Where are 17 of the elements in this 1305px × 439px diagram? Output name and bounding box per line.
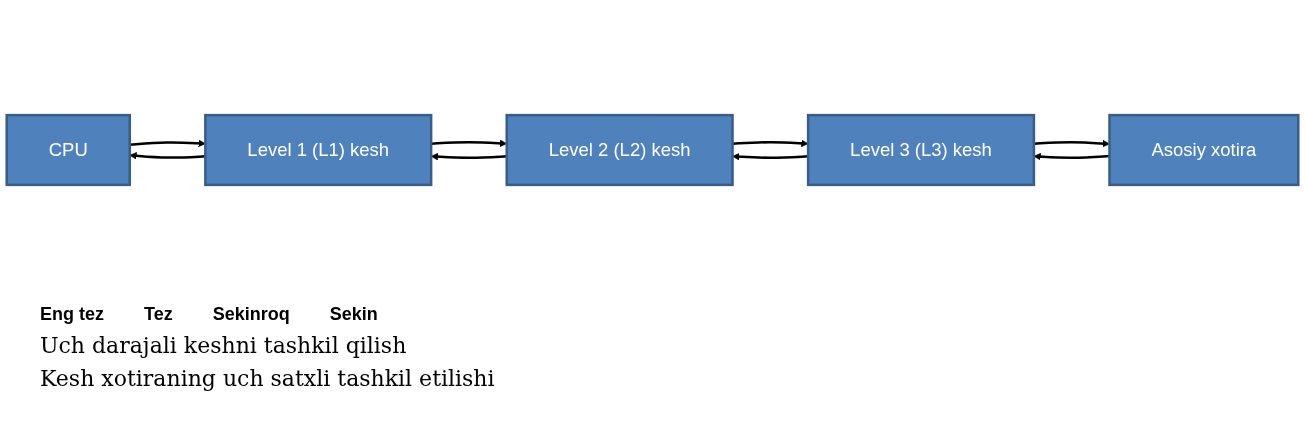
node-box: Asosiy xotira (1108, 113, 1300, 187)
arrow (129, 139, 206, 147)
node-box: CPU (5, 113, 131, 187)
node-box: Level 3 (L3) kesh (806, 113, 1036, 187)
speed-label: Tez (144, 304, 173, 325)
arrow (129, 152, 206, 160)
node-box: Level 1 (L1) kesh (204, 113, 433, 187)
arrow (1033, 139, 1110, 148)
arrow (732, 153, 809, 161)
speed-label: Sekin (329, 304, 378, 325)
caption-text: Uch darajali keshni tashkil qilish (40, 333, 408, 358)
speed-label: Sekinroq (212, 304, 290, 325)
arrow (732, 139, 809, 147)
speed-label: Eng tez (40, 304, 104, 325)
caption-text: Kesh xotiraning uch satxli tashkil etilishi (40, 366, 496, 391)
node-box: Level 2 (L2) kesh (505, 113, 734, 187)
arrow (1033, 153, 1110, 161)
